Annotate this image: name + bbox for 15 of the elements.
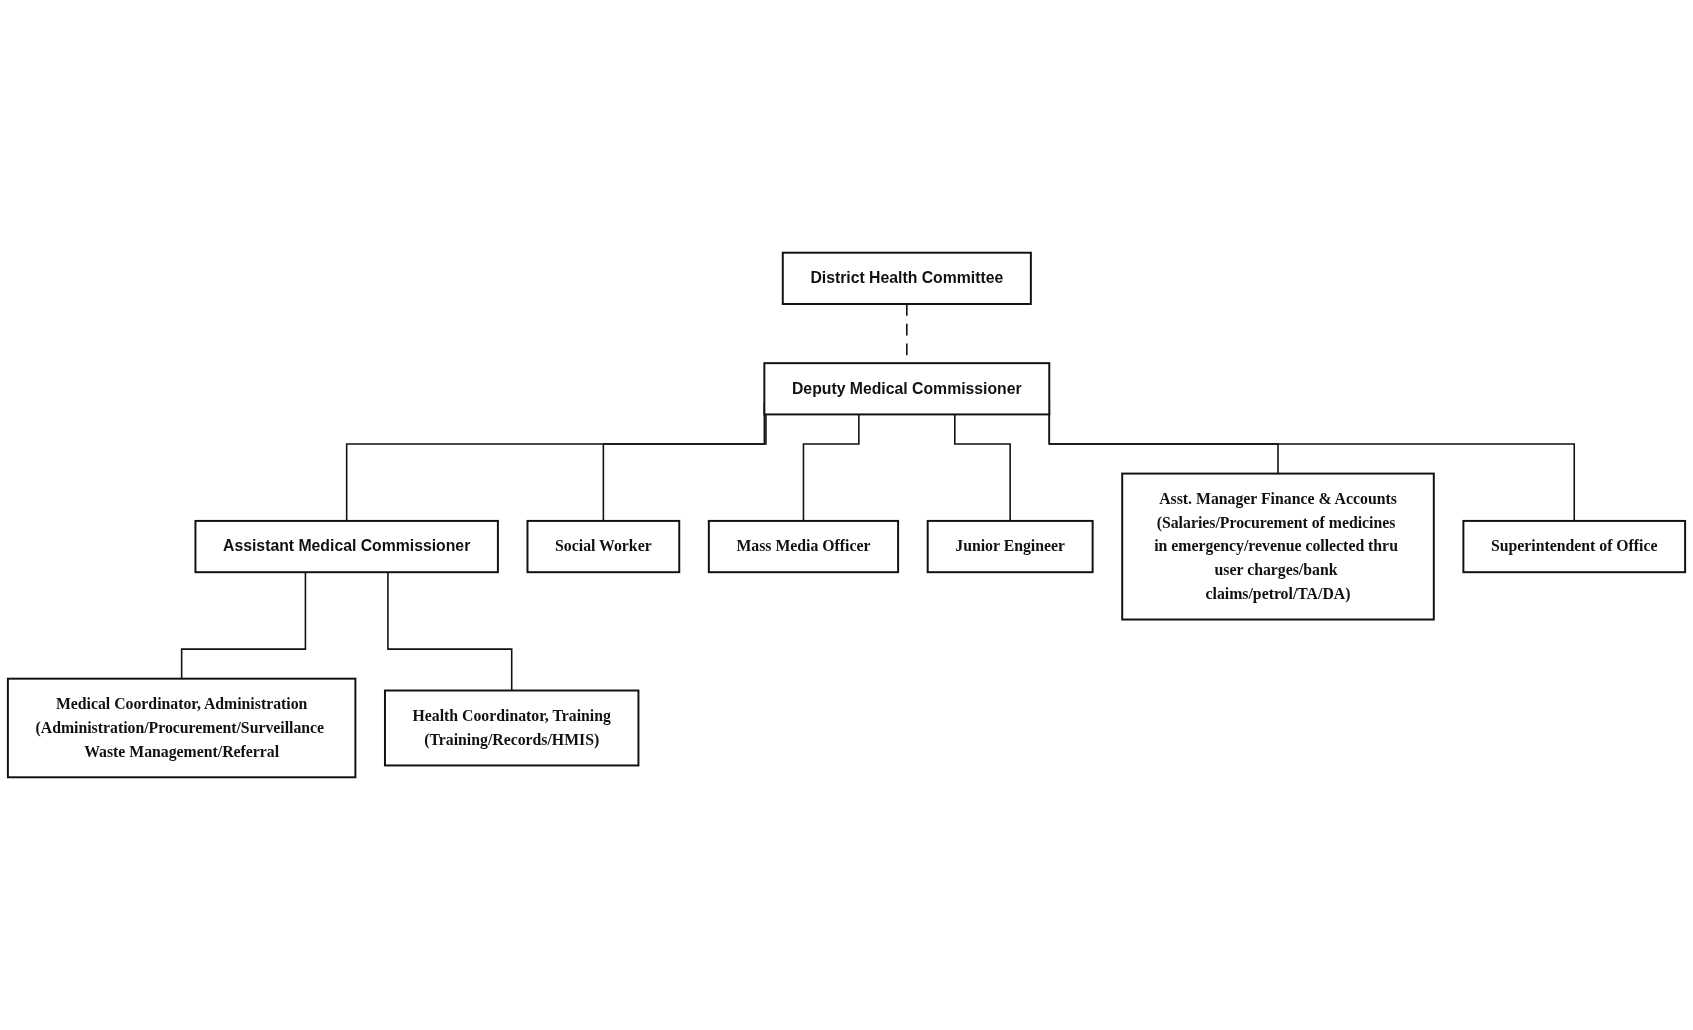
connector: [954, 413, 1011, 522]
node-box: Junior Engineer: [926, 519, 1094, 574]
node-box: Medical Coordinator, Administration (Administration/Procurement/Surveillance Waste Management/Referral: [6, 677, 357, 779]
connector: [602, 413, 767, 522]
connector: [802, 413, 860, 522]
node-box: Health Coordinator, Training (Training/Records/HMIS): [384, 689, 640, 767]
connector: [387, 571, 513, 692]
node-box: Deputy Medical Commissioner: [763, 362, 1051, 416]
node-box: Asst. Manager Finance & Accounts (Salaries/Procurement of medicines in emergency/revenue collected thru user charges/bank claims/petrol/TA/DA): [1121, 472, 1435, 621]
node-box: District Health Committee: [781, 251, 1032, 305]
node-box: Mass Media Officer: [707, 519, 900, 574]
node-box: Social Worker: [526, 519, 681, 574]
node-box: Assistant Medical Commissioner: [194, 519, 499, 574]
connector: [180, 571, 307, 680]
node-box: Superintendent of Office: [1462, 519, 1687, 574]
